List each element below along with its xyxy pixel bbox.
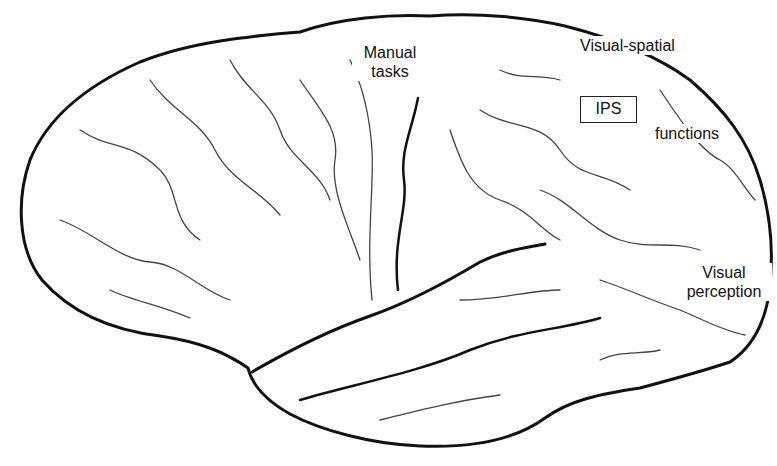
brain-outline — [21, 15, 771, 447]
central-sulcus — [397, 98, 418, 290]
lateral-sulcus — [252, 244, 545, 372]
function-label: Visual perception — [676, 263, 772, 301]
function-label: Visual-spatial — [578, 36, 677, 55]
region-name: IPS — [587, 99, 630, 118]
function-label: functions — [653, 124, 721, 143]
temporal-sulcus — [300, 318, 600, 400]
region-box: IPS — [580, 96, 637, 123]
function-label: Manual tasks — [352, 43, 428, 81]
